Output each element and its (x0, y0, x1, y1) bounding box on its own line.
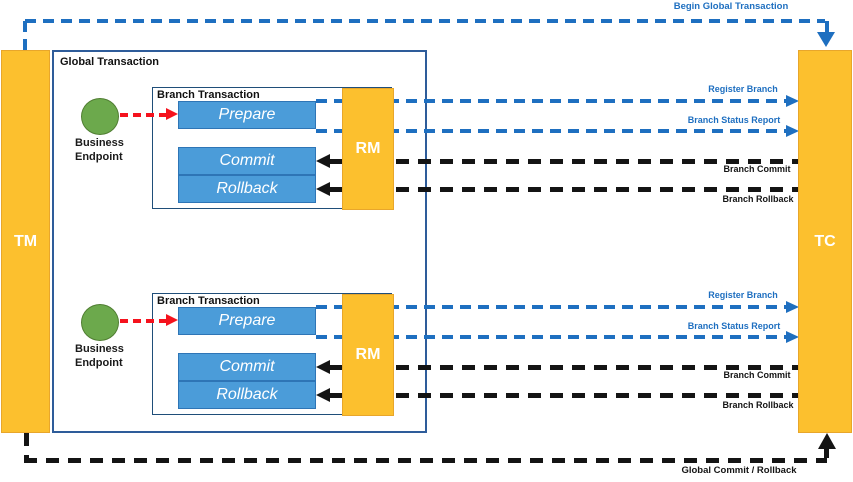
global-commit-rollback-line (24, 458, 827, 463)
branch-status-report-label: Branch Status Report (687, 321, 781, 331)
prepare-box: Prepare (178, 101, 316, 129)
rollback-label: Rollback (216, 180, 278, 197)
rm-box: RM (342, 294, 394, 416)
branch-rollback-arrowhead-icon (316, 388, 330, 402)
invoke-arrowhead-icon (166, 108, 178, 120)
commit-label: Commit (219, 152, 275, 169)
begin-global-transaction-line-left (23, 21, 27, 52)
begin-global-transaction-arrowhead-icon (817, 32, 835, 47)
branch-rollback-arrowhead-icon (316, 182, 330, 196)
register-branch-arrowhead-icon (786, 301, 799, 313)
global-commit-rollback-line-left (24, 433, 29, 460)
tm-label: TM (13, 232, 38, 250)
business-endpoint-label: Business Endpoint (75, 343, 124, 369)
commit-label: Commit (219, 358, 275, 375)
branch-rollback-line (330, 187, 798, 192)
rollback-box: Rollback (178, 381, 316, 409)
branch-status-report-line (316, 129, 786, 133)
tm-bar: TM (1, 50, 50, 433)
branch-commit-arrowhead-icon (316, 154, 330, 168)
branch-commit-line (330, 365, 798, 370)
branch-status-report-line (316, 335, 786, 339)
branch-transaction-title: Branch Transaction (157, 89, 260, 101)
branch-commit-arrowhead-icon (316, 360, 330, 374)
branch-commit-line (330, 159, 798, 164)
branch-commit-label: Branch Commit (723, 164, 791, 174)
commit-box: Commit (178, 353, 316, 381)
register-branch-line (316, 99, 786, 103)
branch-commit-label: Branch Commit (723, 370, 791, 380)
branch-status-report-label: Branch Status Report (687, 115, 781, 125)
commit-box: Commit (178, 147, 316, 175)
branch-transaction-title: Branch Transaction (157, 295, 260, 307)
rm-box: RM (342, 88, 394, 210)
register-branch-label: Register Branch (708, 290, 778, 300)
rollback-label: Rollback (216, 386, 278, 403)
branch-rollback-label: Branch Rollback (722, 400, 794, 410)
register-branch-line (316, 305, 786, 309)
tc-label: TC (814, 232, 836, 250)
rm-label: RM (355, 140, 381, 157)
global-commit-rollback-arrowhead-icon (818, 433, 836, 449)
begin-global-transaction-label: Begin Global Transaction (673, 1, 789, 12)
register-branch-arrowhead-icon (786, 95, 799, 107)
branch-group-1: Branch Transaction Business Endpoint Pre… (0, 84, 853, 212)
business-endpoint-icon (81, 304, 119, 341)
branch-rollback-line (330, 393, 798, 398)
global-commit-rollback-label: Global Commit / Rollback (681, 465, 797, 476)
prepare-box: Prepare (178, 307, 316, 335)
begin-global-transaction-line (25, 19, 825, 23)
invoke-line (120, 319, 168, 323)
branch-status-report-arrowhead-icon (786, 125, 799, 137)
global-commit-rollback-line-right (824, 449, 829, 458)
invoke-arrowhead-icon (166, 314, 178, 326)
begin-global-transaction-line-right (825, 21, 829, 34)
business-endpoint-icon (81, 98, 119, 135)
rollback-box: Rollback (178, 175, 316, 203)
branch-rollback-label: Branch Rollback (722, 194, 794, 204)
register-branch-label: Register Branch (708, 84, 778, 94)
prepare-label: Prepare (218, 312, 276, 329)
branch-group-2: Branch Transaction Business Endpoint Pre… (0, 290, 853, 418)
branch-status-report-arrowhead-icon (786, 331, 799, 343)
prepare-label: Prepare (218, 106, 276, 123)
business-endpoint-label: Business Endpoint (75, 137, 124, 163)
invoke-line (120, 113, 168, 117)
global-transaction-title: Global Transaction (60, 56, 160, 68)
rm-label: RM (355, 346, 381, 363)
tc-bar: TC (798, 50, 852, 433)
